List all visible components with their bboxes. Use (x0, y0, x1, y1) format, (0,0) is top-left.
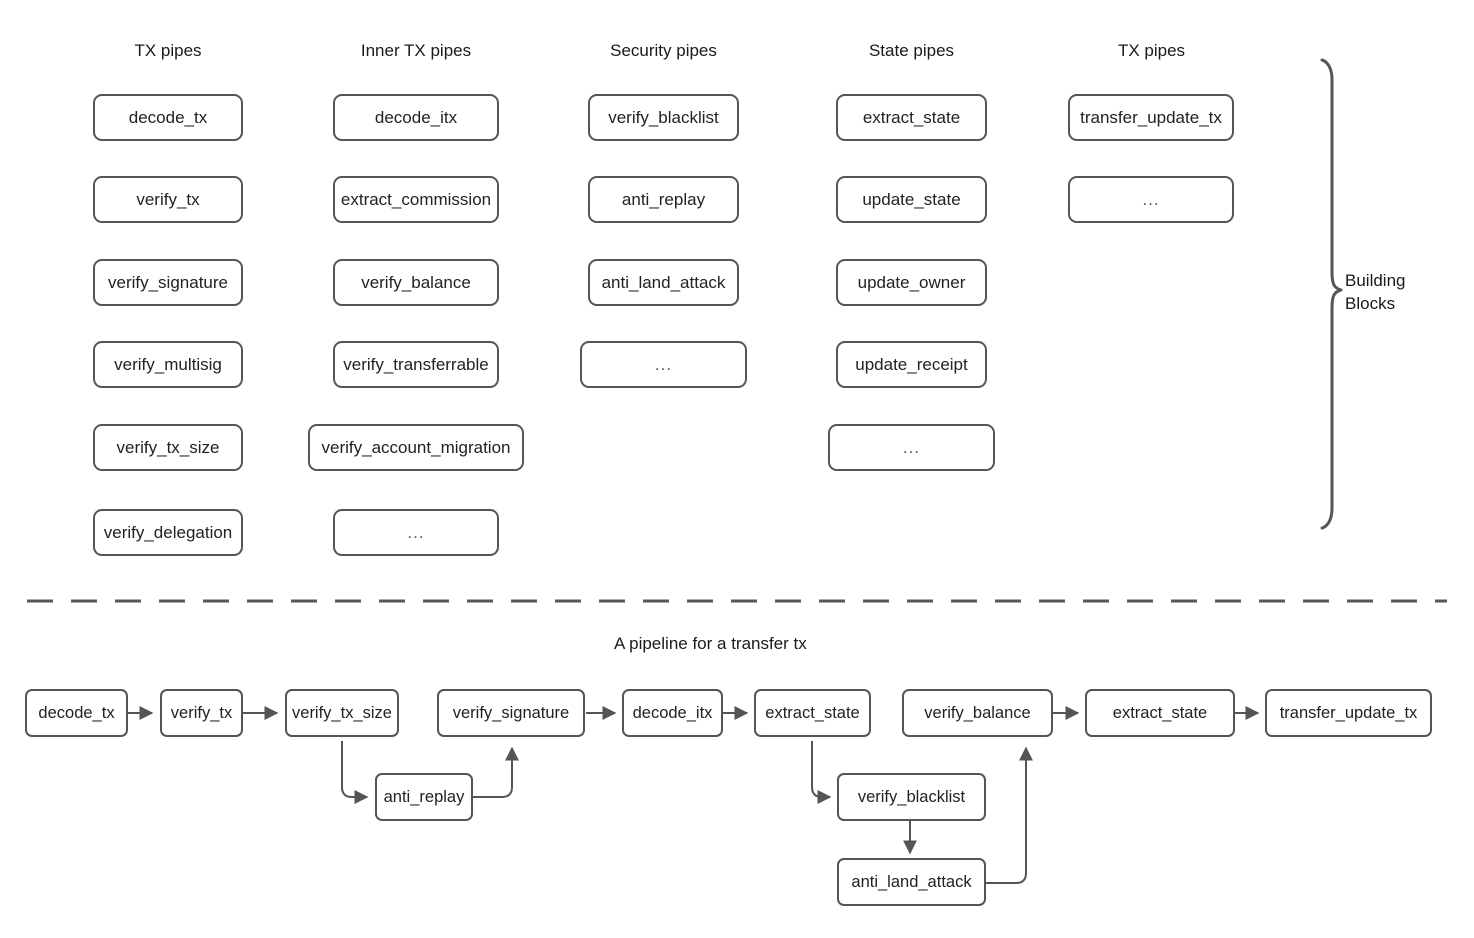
pipeline-node-anti-land-attack[interactable]: anti_land_attack (837, 858, 986, 906)
block-update-owner[interactable]: update_owner (836, 259, 987, 306)
block-verify-delegation[interactable]: verify_delegation (93, 509, 243, 556)
edge-anti_land_attack-verify_balance (986, 746, 1033, 884)
pipeline-node-verify-balance[interactable]: verify_balance (902, 689, 1053, 737)
pipeline-node-extract-state[interactable]: extract_state (754, 689, 871, 737)
pipeline-node-anti-replay[interactable]: anti_replay (375, 773, 473, 821)
building-blocks-label: Building Blocks (1345, 271, 1406, 313)
building-blocks-brace (1320, 58, 1343, 530)
pipeline-caption: A pipeline for a transfer tx (614, 634, 807, 653)
block-security-more[interactable]: ... (580, 341, 747, 388)
block-update-receipt[interactable]: update_receipt (836, 341, 987, 388)
block-update-state[interactable]: update_state (836, 176, 987, 223)
column-header-state-pipes: State pipes (868, 41, 955, 60)
block-verify-tx[interactable]: verify_tx (93, 176, 243, 223)
pipeline-node-verify-tx-size[interactable]: verify_tx_size (285, 689, 399, 737)
column-header-tx-pipes-2: TX pipes (1117, 41, 1186, 60)
edge-anti_replay-verify_signature (473, 746, 519, 798)
block-extract-commission[interactable]: extract_commission (333, 176, 499, 223)
edge-extract_state-verify_blacklist (811, 741, 832, 804)
pipeline-node-decode-itx[interactable]: decode_itx (622, 689, 723, 737)
block-verify-multisig[interactable]: verify_multisig (93, 341, 243, 388)
column-header-inner-tx-pipes: Inner TX pipes (360, 41, 472, 60)
block-transfer-update-tx[interactable]: transfer_update_tx (1068, 94, 1234, 141)
column-header-tx-pipes: TX pipes (134, 41, 202, 60)
block-anti-replay[interactable]: anti_replay (588, 176, 739, 223)
block-decode-itx[interactable]: decode_itx (333, 94, 499, 141)
block-state-more[interactable]: ... (828, 424, 995, 471)
block-verify-transferrable[interactable]: verify_transferrable (333, 341, 499, 388)
block-verify-signature[interactable]: verify_signature (93, 259, 243, 306)
block-anti-land-attack[interactable]: anti_land_attack (588, 259, 739, 306)
pipeline-node-transfer-update-tx[interactable]: transfer_update_tx (1265, 689, 1432, 737)
block-inner-tx-more[interactable]: ... (333, 509, 499, 556)
column-header-security-pipes: Security pipes (610, 41, 717, 60)
pipeline-node-verify-tx[interactable]: verify_tx (160, 689, 243, 737)
block-verify-blacklist[interactable]: verify_blacklist (588, 94, 739, 141)
block-verify-tx-size[interactable]: verify_tx_size (93, 424, 243, 471)
block-tx-pipes-more[interactable]: ... (1068, 176, 1234, 223)
block-extract-state[interactable]: extract_state (836, 94, 987, 141)
pipeline-node-verify-signature[interactable]: verify_signature (437, 689, 585, 737)
edge-verify_tx_size-anti_replay (341, 741, 369, 804)
pipeline-node-verify-blacklist[interactable]: verify_blacklist (837, 773, 986, 821)
block-decode-tx[interactable]: decode_tx (93, 94, 243, 141)
block-verify-account-migration[interactable]: verify_account_migration (308, 424, 524, 471)
pipeline-node-extract-state-2[interactable]: extract_state (1085, 689, 1235, 737)
block-verify-balance[interactable]: verify_balance (333, 259, 499, 306)
pipeline-node-decode-tx[interactable]: decode_tx (25, 689, 128, 737)
